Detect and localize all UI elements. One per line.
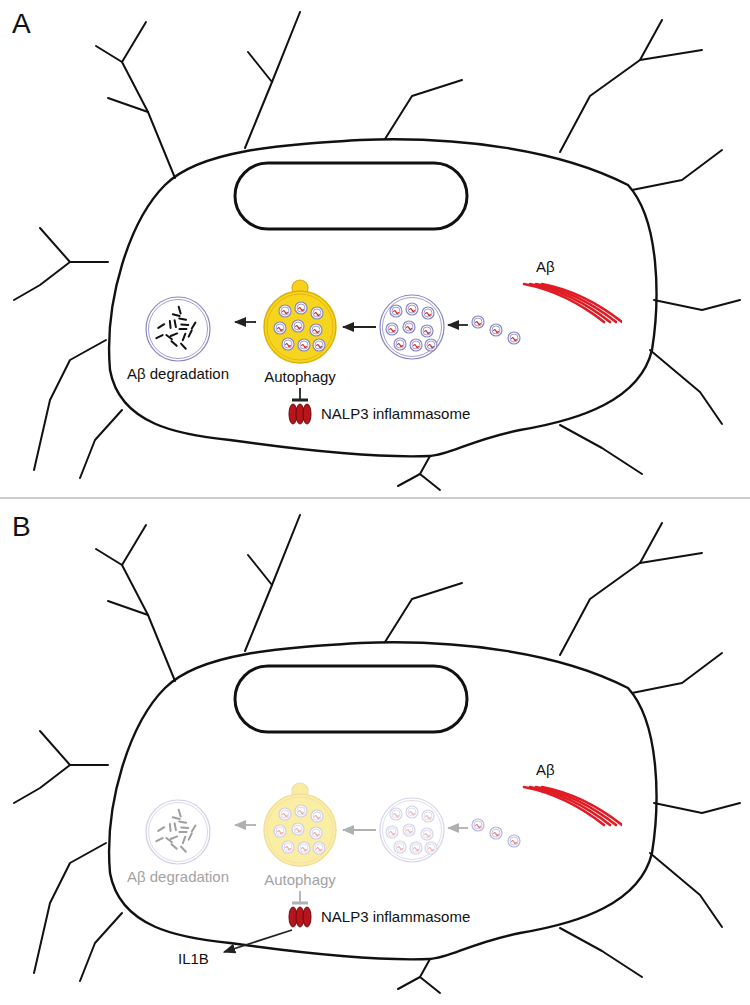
autophagosome-outline xyxy=(260,278,340,366)
secretion-arrow xyxy=(224,930,292,952)
lysosome-outline xyxy=(144,798,212,866)
endocytic-vesicles xyxy=(472,316,520,344)
pathway-arrows xyxy=(343,828,468,830)
multivesicular-body xyxy=(380,295,444,359)
node-label: Autophagy xyxy=(264,368,336,386)
nucleus xyxy=(235,163,467,229)
panel-letter: B xyxy=(12,511,31,543)
pathway-arrows xyxy=(343,325,468,327)
node-label: NALP3 inflammasome xyxy=(321,908,470,926)
node-label: Autophagy xyxy=(264,871,336,889)
arrow-connector xyxy=(235,824,256,826)
inflammasome: NALP3 inflammasome xyxy=(287,403,472,425)
autophagosome-outline xyxy=(260,781,340,869)
amyloid-fibril-strands xyxy=(522,785,622,831)
inflammasome-complex xyxy=(287,906,313,928)
panel-divider xyxy=(0,498,750,499)
amyloid-fibril: Aβ xyxy=(522,258,622,328)
autophagosome: Autophagy xyxy=(256,278,344,388)
amyloid-fibril-strands xyxy=(522,282,622,328)
panel-letter: A xyxy=(12,8,31,40)
node-label: Aβ degradation xyxy=(127,365,229,383)
microglia-cell xyxy=(14,12,740,490)
microglia-cell xyxy=(14,515,740,993)
cell-processes xyxy=(14,12,740,490)
node-label: Aβ degradation xyxy=(127,868,229,886)
cell-membrane xyxy=(109,139,656,456)
inflammasome-complex xyxy=(287,403,313,425)
node-label: NALP3 inflammasome xyxy=(321,405,470,423)
node-label: Aβ xyxy=(536,761,555,778)
inhibition-connector xyxy=(299,388,301,400)
lysosome-outline xyxy=(144,295,212,363)
degradation-lysosome: Aβ degradation xyxy=(123,798,233,888)
amyloid-fibril: Aβ xyxy=(522,761,622,831)
inhibition-connector xyxy=(299,891,301,903)
cytokine-label: IL1B xyxy=(178,950,209,967)
autophagosome: Autophagy xyxy=(256,781,344,891)
degradation-lysosome: Aβ degradation xyxy=(123,295,233,385)
inflammasome: NALP3 inflammasome xyxy=(287,906,472,928)
multivesicular-body xyxy=(380,798,444,862)
node-label: Aβ xyxy=(536,258,555,275)
endocytic-vesicles xyxy=(472,819,520,847)
arrow-connector xyxy=(235,321,256,323)
